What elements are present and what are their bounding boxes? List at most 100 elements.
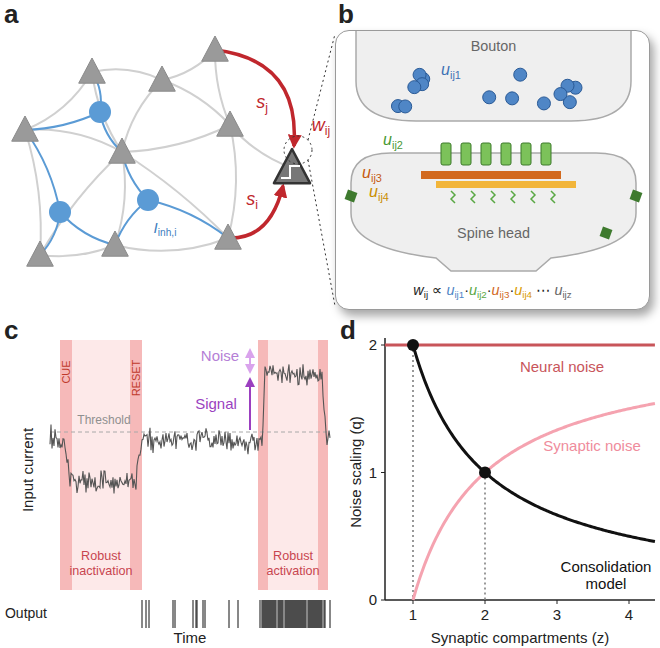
- spike: [295, 600, 296, 628]
- tick-label: 4: [625, 607, 633, 624]
- weight-name: wij: [312, 116, 330, 136]
- spike: [205, 600, 206, 628]
- spike: [262, 600, 263, 628]
- threshold-label: Threshold: [77, 414, 130, 427]
- inhibitory-connection: [148, 200, 228, 238]
- signal-name: si: [246, 190, 258, 210]
- spike: [310, 600, 311, 628]
- receptor: [521, 143, 531, 165]
- spike: [285, 600, 286, 628]
- inhibitory-connection: [25, 130, 60, 212]
- x-tick: [485, 600, 486, 604]
- vesicle: [399, 100, 412, 113]
- x-tick: [629, 600, 630, 604]
- tick-label: 2: [369, 337, 377, 354]
- guide-line: [484, 473, 486, 601]
- compartment-variable: uij2: [383, 131, 403, 149]
- cue-band: [258, 340, 268, 590]
- spike: [175, 600, 176, 628]
- spike: [286, 600, 287, 628]
- threshold-symbol: [281, 166, 300, 178]
- spike: [149, 600, 150, 628]
- tick-label: 2: [481, 607, 489, 624]
- spike: [299, 600, 300, 628]
- zoom-circle: [284, 136, 312, 164]
- receptor: [441, 143, 451, 165]
- anchor-protein: [451, 191, 455, 203]
- spike: [283, 600, 284, 628]
- bouton: Bouton: [356, 30, 631, 126]
- spike: [288, 600, 289, 628]
- spike: [305, 600, 306, 628]
- excitatory-neuron: [109, 138, 136, 163]
- tick-label: 1: [409, 607, 417, 624]
- panel-letter: c: [4, 316, 18, 345]
- synapse-inset: wij ∝ uij1·uij2·uij3·uij4 ⋯ uijzBoutonSp…: [335, 30, 650, 310]
- spike: [312, 600, 313, 628]
- spike: [272, 600, 273, 628]
- spike: [318, 600, 319, 628]
- network: [12, 34, 335, 306]
- intersection-dot: [407, 339, 419, 351]
- spike: [291, 600, 292, 628]
- excitatory-neuron: [215, 224, 242, 249]
- spike: [309, 600, 310, 628]
- anchor-protein: [471, 191, 475, 203]
- receptor: [481, 143, 491, 165]
- spike: [260, 600, 261, 628]
- spike: [274, 600, 275, 628]
- spike: [322, 600, 323, 628]
- spike: [306, 600, 307, 628]
- x-axis: [385, 599, 655, 601]
- event-label: RESET: [130, 360, 142, 397]
- spike: [269, 600, 270, 628]
- compartment-variable: uij4: [369, 183, 389, 201]
- spike: [263, 600, 264, 628]
- spine-membrane: [351, 153, 636, 271]
- spike: [271, 600, 272, 628]
- x-tick: [557, 600, 558, 604]
- excitatory-connection: [25, 130, 41, 255]
- signal-name: sj: [256, 93, 268, 113]
- input-current-plot: [50, 340, 330, 628]
- excitatory-neuron: [217, 111, 244, 136]
- spike: [298, 600, 299, 628]
- zoom-line: [308, 160, 335, 306]
- spike: [193, 600, 194, 628]
- spike: [276, 600, 277, 628]
- noise-label: Noise: [201, 348, 239, 365]
- spike: [287, 600, 288, 628]
- noise-scaling-plot: [381, 338, 655, 604]
- y-tick: [381, 345, 385, 346]
- extrasynaptic-receptor: [345, 190, 358, 203]
- anchor-protein: [551, 191, 555, 203]
- inhibitory-neuron: [89, 101, 111, 123]
- extrasynaptic-receptor: [600, 227, 613, 240]
- consolidation-curve: [413, 345, 655, 542]
- spike: [308, 600, 309, 628]
- panel-letter: d: [340, 316, 356, 345]
- spike: [264, 600, 265, 628]
- tick-label: 3: [553, 607, 561, 624]
- cue-band: [130, 340, 142, 590]
- spike: [273, 600, 274, 628]
- spike: [270, 600, 271, 628]
- spike: [311, 600, 312, 628]
- band-label: Robust activation: [258, 549, 328, 578]
- excitatory-neuron: [149, 66, 176, 91]
- curve-label: Neural noise: [520, 359, 604, 376]
- intersection-dot: [479, 467, 491, 479]
- target-neuron: [274, 149, 310, 183]
- bouton-membrane: [356, 30, 631, 121]
- curve-label: Consolidation model: [556, 559, 656, 592]
- anchor-protein: [531, 191, 535, 203]
- spike: [314, 600, 315, 628]
- spike: [330, 600, 331, 628]
- receptor: [501, 143, 511, 165]
- tick-label: 0: [369, 592, 377, 609]
- excitatory-connection: [40, 152, 122, 255]
- excitatory-connection: [228, 125, 236, 238]
- curve-label: Synaptic noise: [543, 438, 641, 455]
- signal-label: Signal: [195, 396, 237, 413]
- zoom-line: [308, 34, 335, 140]
